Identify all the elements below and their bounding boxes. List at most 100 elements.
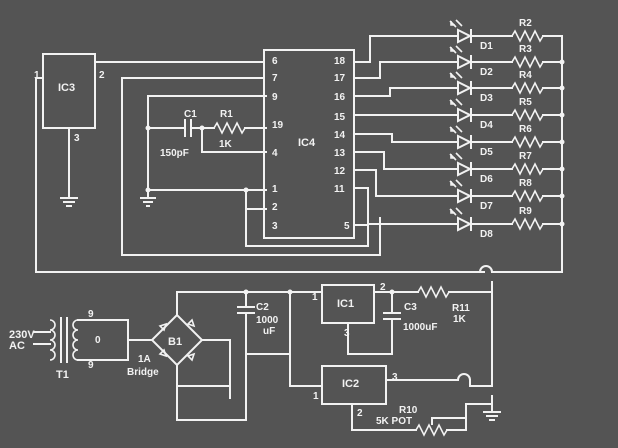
ic4-pin-6: 6 bbox=[272, 56, 278, 67]
c3-value: 1000uF bbox=[403, 322, 437, 333]
led-label: D1 bbox=[480, 41, 493, 52]
resistor-label: R7 bbox=[519, 151, 532, 162]
ic4-pin-13: 13 bbox=[334, 148, 346, 159]
c2-label: C2 bbox=[256, 302, 269, 313]
ic3-body bbox=[42, 53, 96, 129]
ic4-pin-1: 1 bbox=[272, 184, 278, 195]
led-resistor bbox=[511, 108, 544, 122]
ic4-pin-19: 19 bbox=[272, 120, 284, 131]
pin4-wire bbox=[201, 127, 267, 153]
ic4-label: IC4 bbox=[298, 137, 316, 149]
ic3-pin1: 1 bbox=[34, 70, 40, 81]
resistor-label: R2 bbox=[519, 18, 532, 29]
resistor-label: R6 bbox=[519, 124, 532, 135]
ic1-pin1: 1 bbox=[312, 292, 318, 303]
ac-input: 230V AC bbox=[9, 329, 51, 352]
ic2-pin2: 2 bbox=[357, 408, 363, 419]
resistor-r1: R1 1K bbox=[213, 109, 246, 150]
led-resistor bbox=[511, 81, 544, 95]
led-feed-wire bbox=[353, 187, 459, 225]
sec-bot-wire bbox=[77, 339, 129, 361]
led-feed-wire bbox=[353, 35, 459, 63]
resistor-label: R9 bbox=[519, 206, 532, 217]
junction-c3 bbox=[389, 289, 395, 295]
led-resistor bbox=[511, 217, 544, 231]
ic4-pin7-wire bbox=[121, 77, 381, 256]
c1-value: 150pF bbox=[160, 148, 189, 159]
ic2: IC2 1 3 2 bbox=[313, 365, 398, 419]
ic4-pin5-wire bbox=[245, 208, 369, 247]
ic4-pin-15: 15 bbox=[334, 112, 346, 123]
ground-symbol-ic4 bbox=[140, 197, 156, 207]
junction-c2 bbox=[243, 289, 249, 295]
led-label: D7 bbox=[480, 201, 493, 212]
r11-out bbox=[448, 291, 493, 387]
led-light-arrows bbox=[449, 152, 463, 161]
r11-label: R11 bbox=[452, 303, 470, 314]
ac-label-2: AC bbox=[9, 340, 25, 352]
resistor-r11: R11 1K bbox=[417, 285, 470, 325]
ic3-pin1-wire bbox=[35, 77, 485, 273]
r1-label: R1 bbox=[220, 109, 233, 120]
pot-to-gnd bbox=[446, 403, 493, 431]
led-label: D5 bbox=[480, 147, 493, 158]
led-row: D5 R6 bbox=[353, 124, 565, 158]
r11-value: 1K bbox=[453, 314, 467, 325]
ground-symbol-ic3 bbox=[60, 197, 78, 207]
led-diode bbox=[457, 216, 473, 232]
ic4-pin9-wire bbox=[147, 95, 267, 199]
rail-junction bbox=[559, 59, 565, 65]
capacitor-c3: C3 1000uF bbox=[383, 291, 437, 355]
led-label: D3 bbox=[480, 93, 493, 104]
ic4-pin-17: 17 bbox=[334, 73, 346, 84]
ic2-body bbox=[321, 365, 387, 405]
led-diode bbox=[457, 188, 473, 204]
led-row: D7 R8 bbox=[353, 169, 565, 212]
led-label: D6 bbox=[480, 174, 493, 185]
bridge-minus-wire bbox=[176, 364, 231, 387]
ic3: IC3 1 2 3 bbox=[34, 53, 105, 144]
bridge-diodes bbox=[158, 318, 196, 362]
ground-symbol-psu bbox=[483, 411, 501, 421]
rail-junction bbox=[559, 193, 565, 199]
junction-c1r1 bbox=[199, 125, 205, 131]
ic3-pin3: 3 bbox=[74, 133, 80, 144]
resistor-label: R8 bbox=[519, 178, 532, 189]
led-light-arrows bbox=[449, 71, 463, 80]
led-resistor bbox=[511, 29, 544, 43]
bridge-plus-rail bbox=[176, 291, 385, 316]
junction-c1-left bbox=[145, 125, 151, 131]
ic2-pin1-feed bbox=[289, 291, 323, 387]
gnd-return bbox=[176, 385, 247, 421]
ic3-pin2: 2 bbox=[99, 70, 105, 81]
ac-leads bbox=[33, 331, 51, 345]
ic4-body bbox=[263, 49, 355, 239]
rail-junction bbox=[559, 166, 565, 172]
led-diode bbox=[457, 161, 473, 177]
led-diode bbox=[457, 134, 473, 150]
ac-label-1: 230V bbox=[9, 329, 35, 341]
led-light-arrows bbox=[449, 179, 463, 188]
led-row: D1 R2 bbox=[353, 18, 563, 63]
c2-value-1: 1000 bbox=[256, 315, 279, 326]
ic3-label: IC3 bbox=[58, 82, 75, 94]
led-feed-wire bbox=[353, 133, 459, 143]
ic2-pin2-wire bbox=[351, 403, 417, 431]
transformer-core bbox=[60, 317, 68, 363]
led-resistor bbox=[511, 135, 544, 149]
rail-junction bbox=[559, 112, 565, 118]
led-diode bbox=[457, 28, 473, 44]
c3-label: C3 bbox=[404, 302, 417, 313]
ic2-pin1: 1 bbox=[313, 391, 319, 402]
led-feed-wire bbox=[353, 169, 459, 197]
ic4-pin-18: 18 bbox=[334, 56, 346, 67]
led-feed-wire bbox=[353, 87, 459, 97]
ic2-pin3: 3 bbox=[392, 372, 398, 383]
ic4-pin-4: 4 bbox=[272, 148, 278, 159]
t1-tap-mid: 0 bbox=[95, 335, 101, 346]
